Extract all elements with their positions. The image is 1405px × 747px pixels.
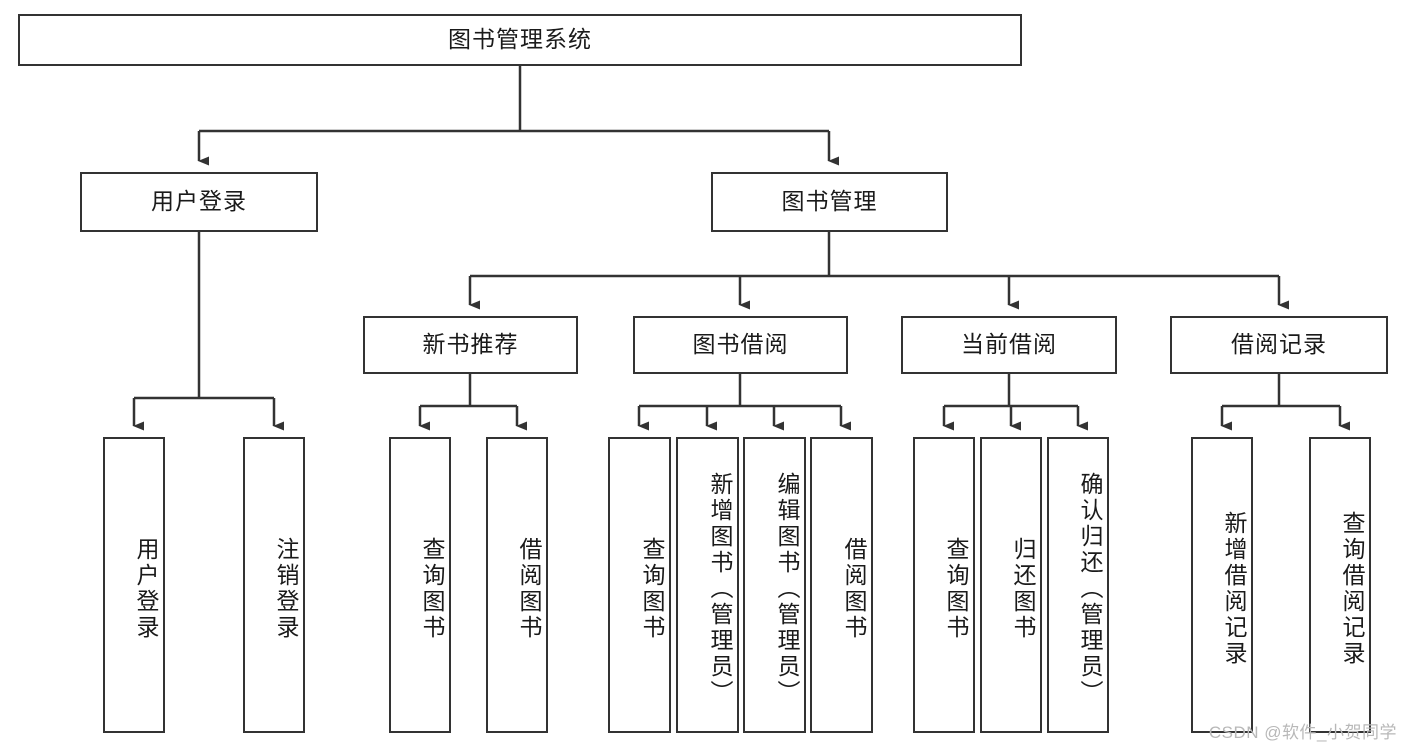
node-borrow-record: 借阅记录 <box>1170 316 1388 374</box>
node-new-book-rec: 新书推荐 <box>363 316 578 374</box>
node-label: 归还图书 <box>1010 537 1036 641</box>
leaf-leaf-add-book: 新增图书（管理员） <box>676 437 739 733</box>
node-label: 借阅图书 <box>841 537 867 641</box>
leaf-leaf-query-book-rec: 查询图书 <box>389 437 451 733</box>
node-label: 当前借阅 <box>961 331 1057 358</box>
node-label: 用户登录 <box>151 188 247 215</box>
watermark-label: CSDN @软件_小贺同学 <box>1208 723 1397 742</box>
node-user-login: 用户登录 <box>80 172 318 232</box>
node-label: 新增借阅记录 <box>1221 511 1247 667</box>
node-label: 图书管理系统 <box>448 26 592 53</box>
node-label: 借阅图书 <box>516 537 542 641</box>
leaf-leaf-edit-book: 编辑图书（管理员） <box>743 437 806 733</box>
node-label: 图书管理 <box>781 188 878 215</box>
node-label: 确认归还（管理员） <box>1077 472 1103 706</box>
leaf-leaf-query-record: 查询借阅记录 <box>1309 437 1371 733</box>
node-book-manage: 图书管理 <box>711 172 948 232</box>
node-label: 查询图书 <box>639 537 665 641</box>
node-label: 查询图书 <box>943 537 969 641</box>
leaf-leaf-user-logout: 注销登录 <box>243 437 305 733</box>
node-label: 新书推荐 <box>422 331 519 358</box>
leaf-leaf-query-book-cur: 查询图书 <box>913 437 975 733</box>
node-book-borrow: 图书借阅 <box>633 316 848 374</box>
node-label: 借阅记录 <box>1231 331 1327 358</box>
node-label: 新增图书（管理员） <box>707 472 733 706</box>
leaf-leaf-confirm-return: 确认归还（管理员） <box>1047 437 1109 733</box>
leaf-leaf-borrow-book: 借阅图书 <box>810 437 873 733</box>
node-label: 查询借阅记录 <box>1339 511 1365 667</box>
leaf-leaf-query-book-borrow: 查询图书 <box>608 437 671 733</box>
leaf-leaf-return-book: 归还图书 <box>980 437 1042 733</box>
node-label: 注销登录 <box>273 537 299 641</box>
leaf-leaf-borrow-book-rec: 借阅图书 <box>486 437 548 733</box>
node-root: 图书管理系统 <box>18 14 1022 66</box>
node-label: 图书借阅 <box>692 331 789 358</box>
node-label: 编辑图书（管理员） <box>774 472 800 706</box>
leaf-leaf-user-login: 用户登录 <box>103 437 165 733</box>
node-label: 查询图书 <box>419 537 445 641</box>
leaf-leaf-add-record: 新增借阅记录 <box>1191 437 1253 733</box>
node-label: 用户登录 <box>133 537 159 641</box>
node-current-borrow: 当前借阅 <box>901 316 1117 374</box>
